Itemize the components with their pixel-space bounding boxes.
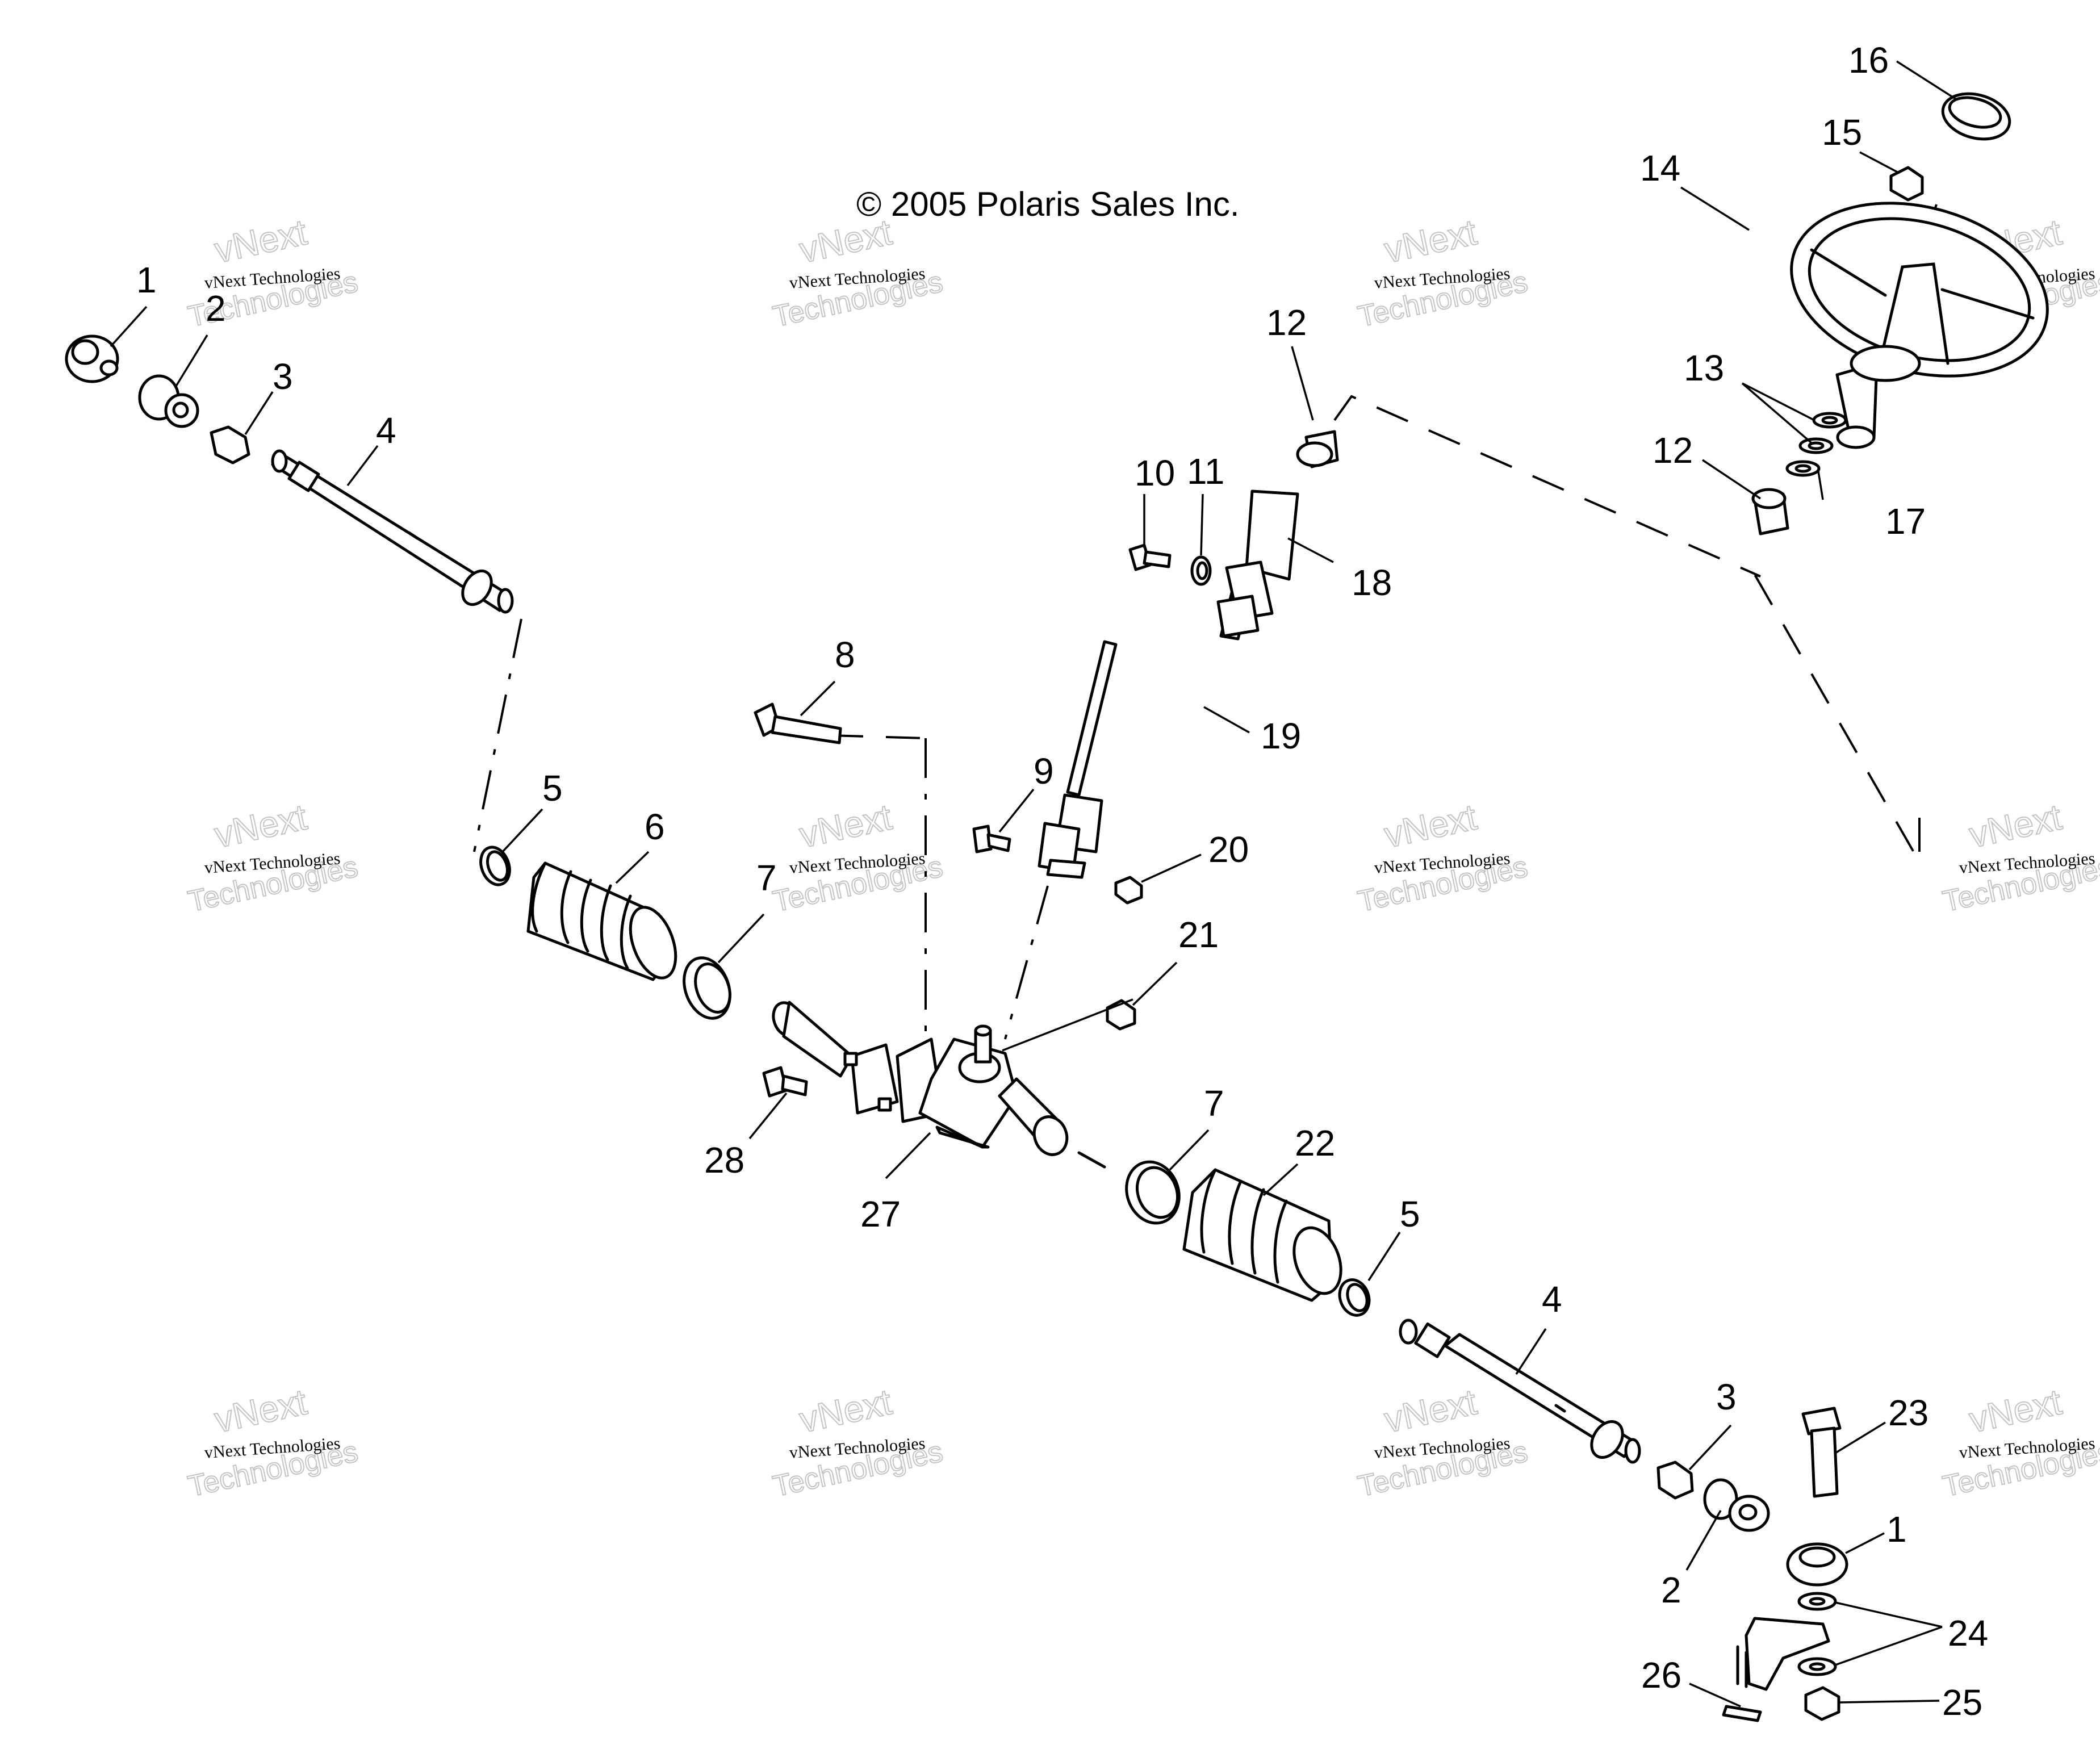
callout-24: 24	[1948, 1613, 1988, 1654]
bolt-10	[1128, 543, 1172, 571]
callout-4: 4	[376, 410, 396, 451]
boot-clamp-small-right	[1338, 1278, 1371, 1317]
callout-15: 15	[1822, 112, 1862, 153]
jam-nut-left	[210, 425, 250, 465]
callout-20: 20	[1208, 829, 1249, 870]
callout-1-right: 1	[1886, 1509, 1907, 1550]
callout-10: 10	[1135, 453, 1175, 493]
rack-mounting-bolt-long	[754, 702, 842, 744]
callout-2-right: 2	[1661, 1570, 1681, 1610]
callout-12-upper: 12	[1266, 302, 1307, 343]
cotter-pin-26	[1722, 1705, 1762, 1722]
spindle-arm	[1736, 1617, 1830, 1691]
callout-22: 22	[1295, 1123, 1335, 1164]
callout-25: 25	[1942, 1682, 1982, 1723]
callout-1: 1	[136, 260, 157, 300]
callout-17: 17	[1885, 501, 1926, 542]
callout-28: 28	[704, 1140, 744, 1181]
callout-9: 9	[1034, 751, 1054, 792]
steering-wheel-nut	[1889, 166, 1924, 202]
upper-u-joint	[1216, 560, 1274, 638]
callout-21: 21	[1178, 914, 1219, 955]
callout-8: 8	[835, 634, 855, 675]
boot-clamp-small-left	[479, 846, 511, 886]
washers-24	[1797, 1592, 1837, 1676]
callout-7-right: 7	[1204, 1083, 1224, 1124]
callout-6: 6	[645, 806, 665, 847]
bushing-upper	[1296, 430, 1339, 468]
steering-rack-assembly	[772, 1001, 1106, 1169]
tie-rod-end-inner-right	[1703, 1478, 1770, 1532]
callout-5-right: 5	[1400, 1194, 1420, 1235]
bushing-lower	[1751, 488, 1789, 535]
callout-14: 14	[1640, 148, 1680, 189]
callout-leaders	[110, 60, 1957, 1708]
steering-wheel-cap	[1941, 92, 2011, 141]
nut-20	[1114, 876, 1143, 905]
assembly-center-lines	[473, 204, 1938, 1051]
callout-13: 13	[1684, 348, 1724, 388]
tie-rod-shaft-left	[271, 449, 514, 614]
callout-23: 23	[1888, 1392, 1929, 1433]
pinch-bolt	[972, 825, 1011, 853]
steering-boot-left	[526, 861, 677, 981]
boot-clamp-large-left	[683, 956, 731, 1020]
washer-17	[1785, 460, 1821, 477]
boot-clamp-large-right	[1125, 1160, 1181, 1225]
callout-11: 11	[1187, 451, 1224, 492]
tie-rod-end-outer-left	[65, 334, 119, 383]
callout-18: 18	[1352, 562, 1392, 603]
callout-3: 3	[273, 356, 293, 397]
callout-5: 5	[542, 768, 563, 809]
callout-4-right: 4	[1542, 1279, 1562, 1320]
copyright-text: © 2005 Polaris Sales Inc.	[856, 185, 1240, 223]
tie-rod-shaft-right	[1399, 1319, 1641, 1464]
steering-wheel	[1790, 202, 2049, 449]
callout-27: 27	[860, 1194, 901, 1235]
jam-nut-right	[1656, 1461, 1694, 1500]
callout-7: 7	[756, 857, 777, 898]
callout-19: 19	[1261, 715, 1301, 756]
callout-26: 26	[1641, 1655, 1681, 1696]
callout-2: 2	[206, 288, 226, 329]
callout-3-right: 3	[1716, 1376, 1737, 1417]
tie-rod-end-outer-right	[1786, 1542, 1848, 1587]
castle-nut-25	[1804, 1686, 1840, 1721]
callout-16: 16	[1848, 40, 1889, 81]
callout-labels: 1 2 3 4 5 6 7 8 9 10 11 12 12 13 14 15 1…	[136, 40, 1988, 1723]
callout-12-lower: 12	[1653, 430, 1693, 471]
flange-bolt-23	[1801, 1407, 1842, 1498]
rack-bolt-short	[762, 1066, 808, 1098]
washer-11	[1190, 555, 1212, 586]
tie-rod-end-inner-left	[138, 374, 199, 428]
steering-boot-right	[1182, 1168, 1342, 1302]
